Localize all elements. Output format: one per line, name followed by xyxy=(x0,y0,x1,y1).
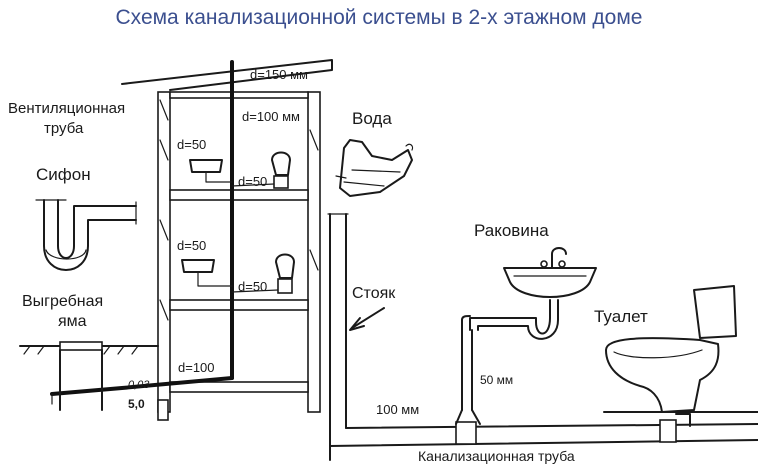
dim-d50-floor2-sink: d=50 xyxy=(177,137,206,152)
label-sink: Раковина xyxy=(474,221,549,240)
house-right-wall xyxy=(307,91,321,413)
dim-d100-top: d=100 мм xyxy=(242,109,300,124)
sewer-pipe-fitting xyxy=(455,421,477,445)
label-cesspool-line1: Выгребная xyxy=(22,293,103,310)
label-water: Вода xyxy=(352,109,392,128)
toilet-pipe-fitting xyxy=(659,419,677,443)
dim-100mm: 100 мм xyxy=(376,402,419,417)
sink-basin xyxy=(503,267,597,298)
sink-floor2 xyxy=(189,159,223,173)
floor-slab-1 xyxy=(169,299,309,311)
toilet-tank xyxy=(693,285,737,339)
label-toilet: Туалет xyxy=(594,307,648,326)
foundation-pier xyxy=(157,399,169,421)
label-sewer-pipe: Канализационная труба xyxy=(418,448,575,464)
sink-faucet xyxy=(551,247,567,269)
sewer-pipe-bottom xyxy=(329,439,758,447)
basement-slab xyxy=(169,381,309,393)
label-siphon: Сифон xyxy=(36,165,91,184)
dim-depth: 5,0 xyxy=(128,397,145,411)
dim-50mm: 50 мм xyxy=(480,373,513,387)
house-roof xyxy=(121,59,333,91)
attic-floor xyxy=(169,91,309,99)
label-cesspool-line2: яма xyxy=(58,313,87,330)
sewer-pipe-top xyxy=(345,423,758,429)
siphon-drawing xyxy=(43,199,137,271)
label-vent-pipe-line1: Вентиляционная xyxy=(8,100,125,117)
floor-slab-2 xyxy=(169,189,309,201)
dim-d50-floor2-toilet: d=50 xyxy=(238,174,267,189)
label-riser: Стояк xyxy=(352,285,396,302)
water-trap-drawing xyxy=(339,139,413,197)
cesspool-lid xyxy=(59,341,103,351)
label-vent-pipe-line2: труба xyxy=(44,120,84,137)
dim-d50-floor1-toilet: d=50 xyxy=(238,279,267,294)
riser-arrow-head xyxy=(349,317,365,331)
dim-slope: 0,03 xyxy=(128,379,150,391)
toilet-bowl xyxy=(605,337,720,413)
dim-d50-floor1-sink: d=50 xyxy=(177,238,206,253)
dim-d100-bottom: d=100 xyxy=(178,360,215,375)
diagram-title: Схема канализационной системы в 2-х этаж… xyxy=(116,6,643,29)
sink-trap-pipe xyxy=(469,299,551,335)
outlet-pipe xyxy=(50,376,234,396)
dim-d150: d=150 мм xyxy=(250,67,308,82)
toilet-floor1 xyxy=(275,253,295,279)
sink-floor1 xyxy=(181,259,215,273)
toilet-floor2 xyxy=(271,151,291,176)
riser-arrow-line xyxy=(351,307,385,329)
